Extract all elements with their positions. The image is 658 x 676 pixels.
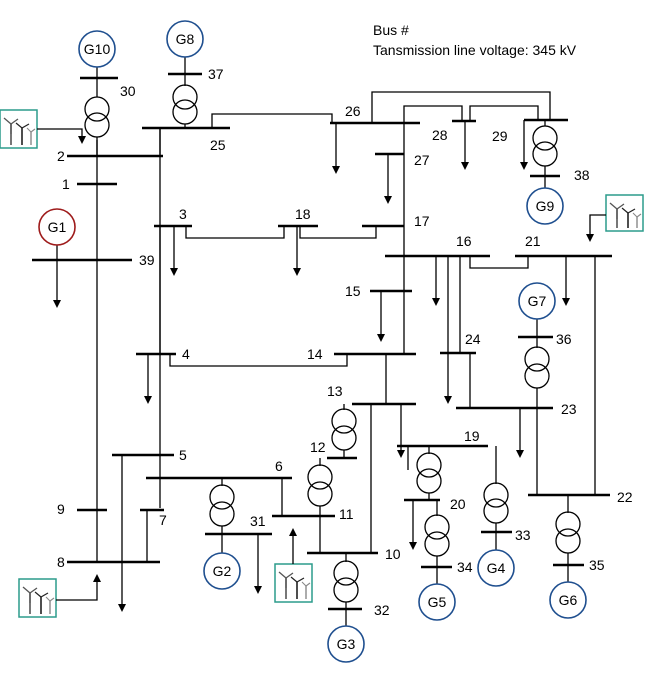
transformer-icon <box>84 96 110 122</box>
generator-label: G3 <box>337 636 356 652</box>
bus-label-1: 1 <box>62 176 70 192</box>
bus-label-6: 6 <box>275 458 283 474</box>
transformer-icon <box>532 125 558 151</box>
transformer-icon <box>524 346 550 372</box>
legend-voltage-label: Tansmission line voltage: 345 kV <box>373 42 577 58</box>
transformer-icon <box>331 408 357 434</box>
generator-g8: G8 <box>166 20 204 58</box>
transformer-icon <box>555 528 581 554</box>
bus-label-39: 39 <box>139 252 155 268</box>
bus-label-38: 38 <box>574 167 590 183</box>
generator-g7: G7 <box>518 282 556 320</box>
wind-turbine-icon <box>18 578 57 618</box>
bus-label-34: 34 <box>457 559 473 575</box>
bus-label-7: 7 <box>159 512 167 528</box>
transformer-icon <box>555 511 581 537</box>
bus-label-27: 27 <box>414 152 430 168</box>
generator-g3: G3 <box>327 625 365 663</box>
bus-label-9: 9 <box>57 501 65 517</box>
transformer-icon <box>424 514 450 540</box>
generator-g4: G4 <box>477 549 515 587</box>
transformer-icon <box>424 531 450 557</box>
bus-label-11: 11 <box>339 506 354 522</box>
bus-label-32: 32 <box>374 602 390 618</box>
bus-label-10: 10 <box>385 546 401 562</box>
transformer-icon <box>84 112 110 138</box>
bus-label-8: 8 <box>57 554 65 570</box>
generator-g1: G1 <box>38 208 76 246</box>
transformer-icon <box>172 84 198 110</box>
transformer-icon <box>532 141 558 167</box>
bus-label-22: 22 <box>617 489 633 505</box>
transformer-icon <box>307 481 333 507</box>
generator-label: G6 <box>559 592 578 608</box>
bus-label-37: 37 <box>208 66 224 82</box>
transformer-icon <box>172 99 198 125</box>
bus-label-30: 30 <box>120 83 136 99</box>
bus-label-12: 12 <box>310 439 326 455</box>
wind-turbine-icon <box>274 563 313 603</box>
bus-label-21: 21 <box>525 233 541 249</box>
bus-label-18: 18 <box>295 206 311 222</box>
wind-turbine-icon <box>605 194 644 232</box>
transformer-icon <box>483 482 509 508</box>
generator-g6: G6 <box>549 581 587 619</box>
bus-label-36: 36 <box>556 331 572 347</box>
generators: G10 G8 G1 G9 G7 G2 G3 G5 <box>38 20 587 663</box>
generator-label: G10 <box>84 41 111 57</box>
bus-label-5: 5 <box>179 447 187 463</box>
transformer-icon <box>524 363 550 389</box>
transmission-lines <box>96 91 596 562</box>
bus-label-31: 31 <box>250 513 266 529</box>
transformer-icon <box>331 425 357 451</box>
bus-label-17: 17 <box>414 213 430 229</box>
bus-label-20: 20 <box>450 496 466 512</box>
transformer-icon <box>416 468 442 494</box>
generator-g2: G2 <box>203 552 241 590</box>
bus-label-26: 26 <box>345 103 361 119</box>
bus-label-33: 33 <box>515 527 531 543</box>
bus-label-28: 28 <box>432 127 448 143</box>
transformer-icon <box>416 452 442 478</box>
transformer-icon <box>209 484 235 510</box>
bus-label-15: 15 <box>345 283 361 299</box>
generator-g10: G10 <box>78 30 116 68</box>
bus-label-2: 2 <box>57 148 65 164</box>
generator-label: G1 <box>48 219 67 235</box>
bus-label-13: 13 <box>327 383 343 399</box>
bus-label-29: 29 <box>492 128 508 144</box>
generator-g5: G5 <box>418 583 456 621</box>
transformer-icon <box>307 464 333 490</box>
loads <box>53 120 570 612</box>
generator-label: G4 <box>487 560 506 576</box>
bus-label-14: 14 <box>307 346 323 362</box>
transformer-icon <box>333 577 359 603</box>
transformer-icon <box>483 498 509 524</box>
generator-label: G8 <box>176 31 195 47</box>
generator-label: G7 <box>528 293 547 309</box>
bus-label-16: 16 <box>456 233 472 249</box>
legend-bus-label: Bus # <box>373 22 409 38</box>
generator-label: G2 <box>213 563 232 579</box>
transformer-icon <box>333 560 359 586</box>
generator-label: G5 <box>428 594 447 610</box>
bus-label-19: 19 <box>464 428 480 444</box>
bus-label-24: 24 <box>465 331 481 347</box>
bus-label-3: 3 <box>179 206 187 222</box>
bus-label-4: 4 <box>182 346 190 362</box>
bus-labels: 1 2 3 4 5 6 7 8 9 10 11 12 13 14 15 16 1… <box>57 66 633 618</box>
transformers <box>56 56 581 626</box>
bus-label-35: 35 <box>589 557 605 573</box>
wind-turbine-icon <box>0 109 38 149</box>
generator-label: G9 <box>536 198 555 214</box>
wind-farms <box>0 109 644 618</box>
generator-g9: G9 <box>526 187 564 225</box>
bus-label-23: 23 <box>561 401 577 417</box>
transformer-icon <box>209 501 235 527</box>
bus-label-25: 25 <box>210 137 226 153</box>
